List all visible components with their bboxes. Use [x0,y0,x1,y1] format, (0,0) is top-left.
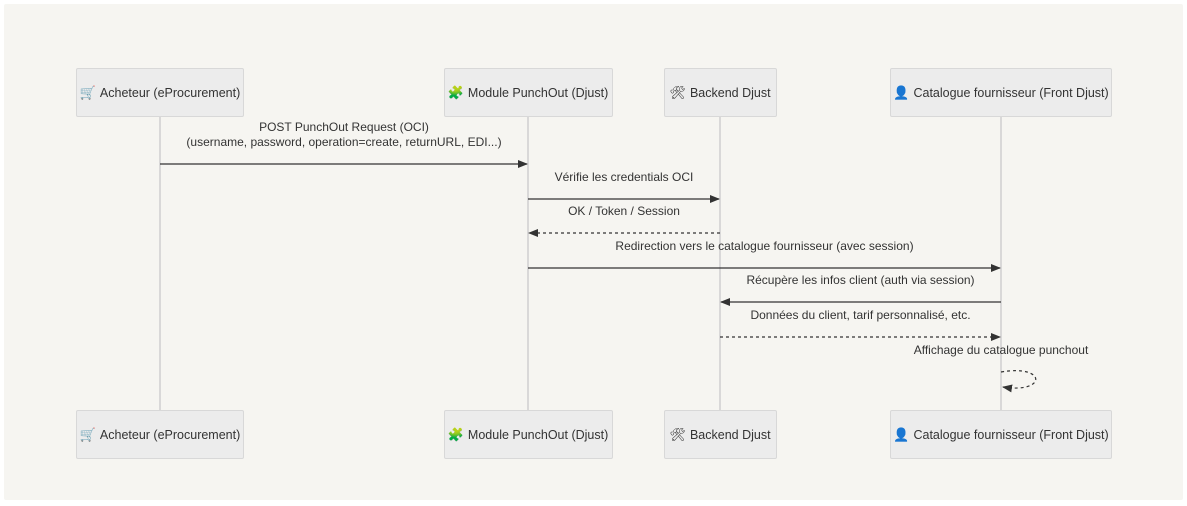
actor-box-backend-bottom: 🛠Backend Djust [663,410,777,459]
actor-box-catalog-bottom: 👤Catalogue fournisseur (Front Djust) [890,410,1112,459]
actor-label: Backend Djust [689,427,771,442]
actor-box-punchout-bottom: 🧩Module PunchOut (Djust) [443,410,613,459]
actor-buyer-icon: 🛒 [79,426,96,442]
actor-label: Backend Djust [689,85,771,100]
message-label-5: Récupère les infos client (auth via sess… [746,273,975,287]
actor-buyer-icon: 🛒 [79,84,96,100]
message-label-4: Redirection vers le catalogue fournisseu… [615,239,914,253]
actor-label: Acheteur (eProcurement) [99,427,241,442]
actor-backend-icon: 🛠 [669,426,686,442]
actor-label: Catalogue fournisseur (Front Djust) [913,85,1109,100]
message-arrow-7 [1000,370,1037,393]
actor-punchout-icon: 🧩 [447,426,464,442]
actor-punchout-icon: 🧩 [447,84,464,100]
actor-catalog-icon: 👤 [893,426,910,442]
actor-box-punchout-top: 🧩Module PunchOut (Djust) [443,68,613,117]
actor-box-buyer-bottom: 🛒Acheteur (eProcurement) [76,410,244,459]
message-label-1-line-1: POST PunchOut Request (OCI) [259,120,429,134]
actor-label: Module PunchOut (Djust) [467,85,609,100]
message-label-7: Affichage du catalogue punchout [913,343,1089,357]
actor-catalog-icon: 👤 [893,84,910,100]
actor-box-backend-top: 🛠Backend Djust [663,68,777,117]
actor-label: Catalogue fournisseur (Front Djust) [913,427,1109,442]
actor-box-catalog-top: 👤Catalogue fournisseur (Front Djust) [890,68,1112,117]
actor-label: Module PunchOut (Djust) [467,427,609,442]
message-label-1-line-2: (username, password, operation=create, r… [186,135,502,149]
message-label-3: OK / Token / Session [568,204,680,218]
message-label-6: Données du client, tarif personnalisé, e… [750,308,971,322]
actor-label: Acheteur (eProcurement) [99,85,241,100]
message-label-2: Vérifie les credentials OCI [554,170,694,184]
actor-box-buyer-top: 🛒Acheteur (eProcurement) [76,68,244,117]
actor-backend-icon: 🛠 [669,84,686,100]
